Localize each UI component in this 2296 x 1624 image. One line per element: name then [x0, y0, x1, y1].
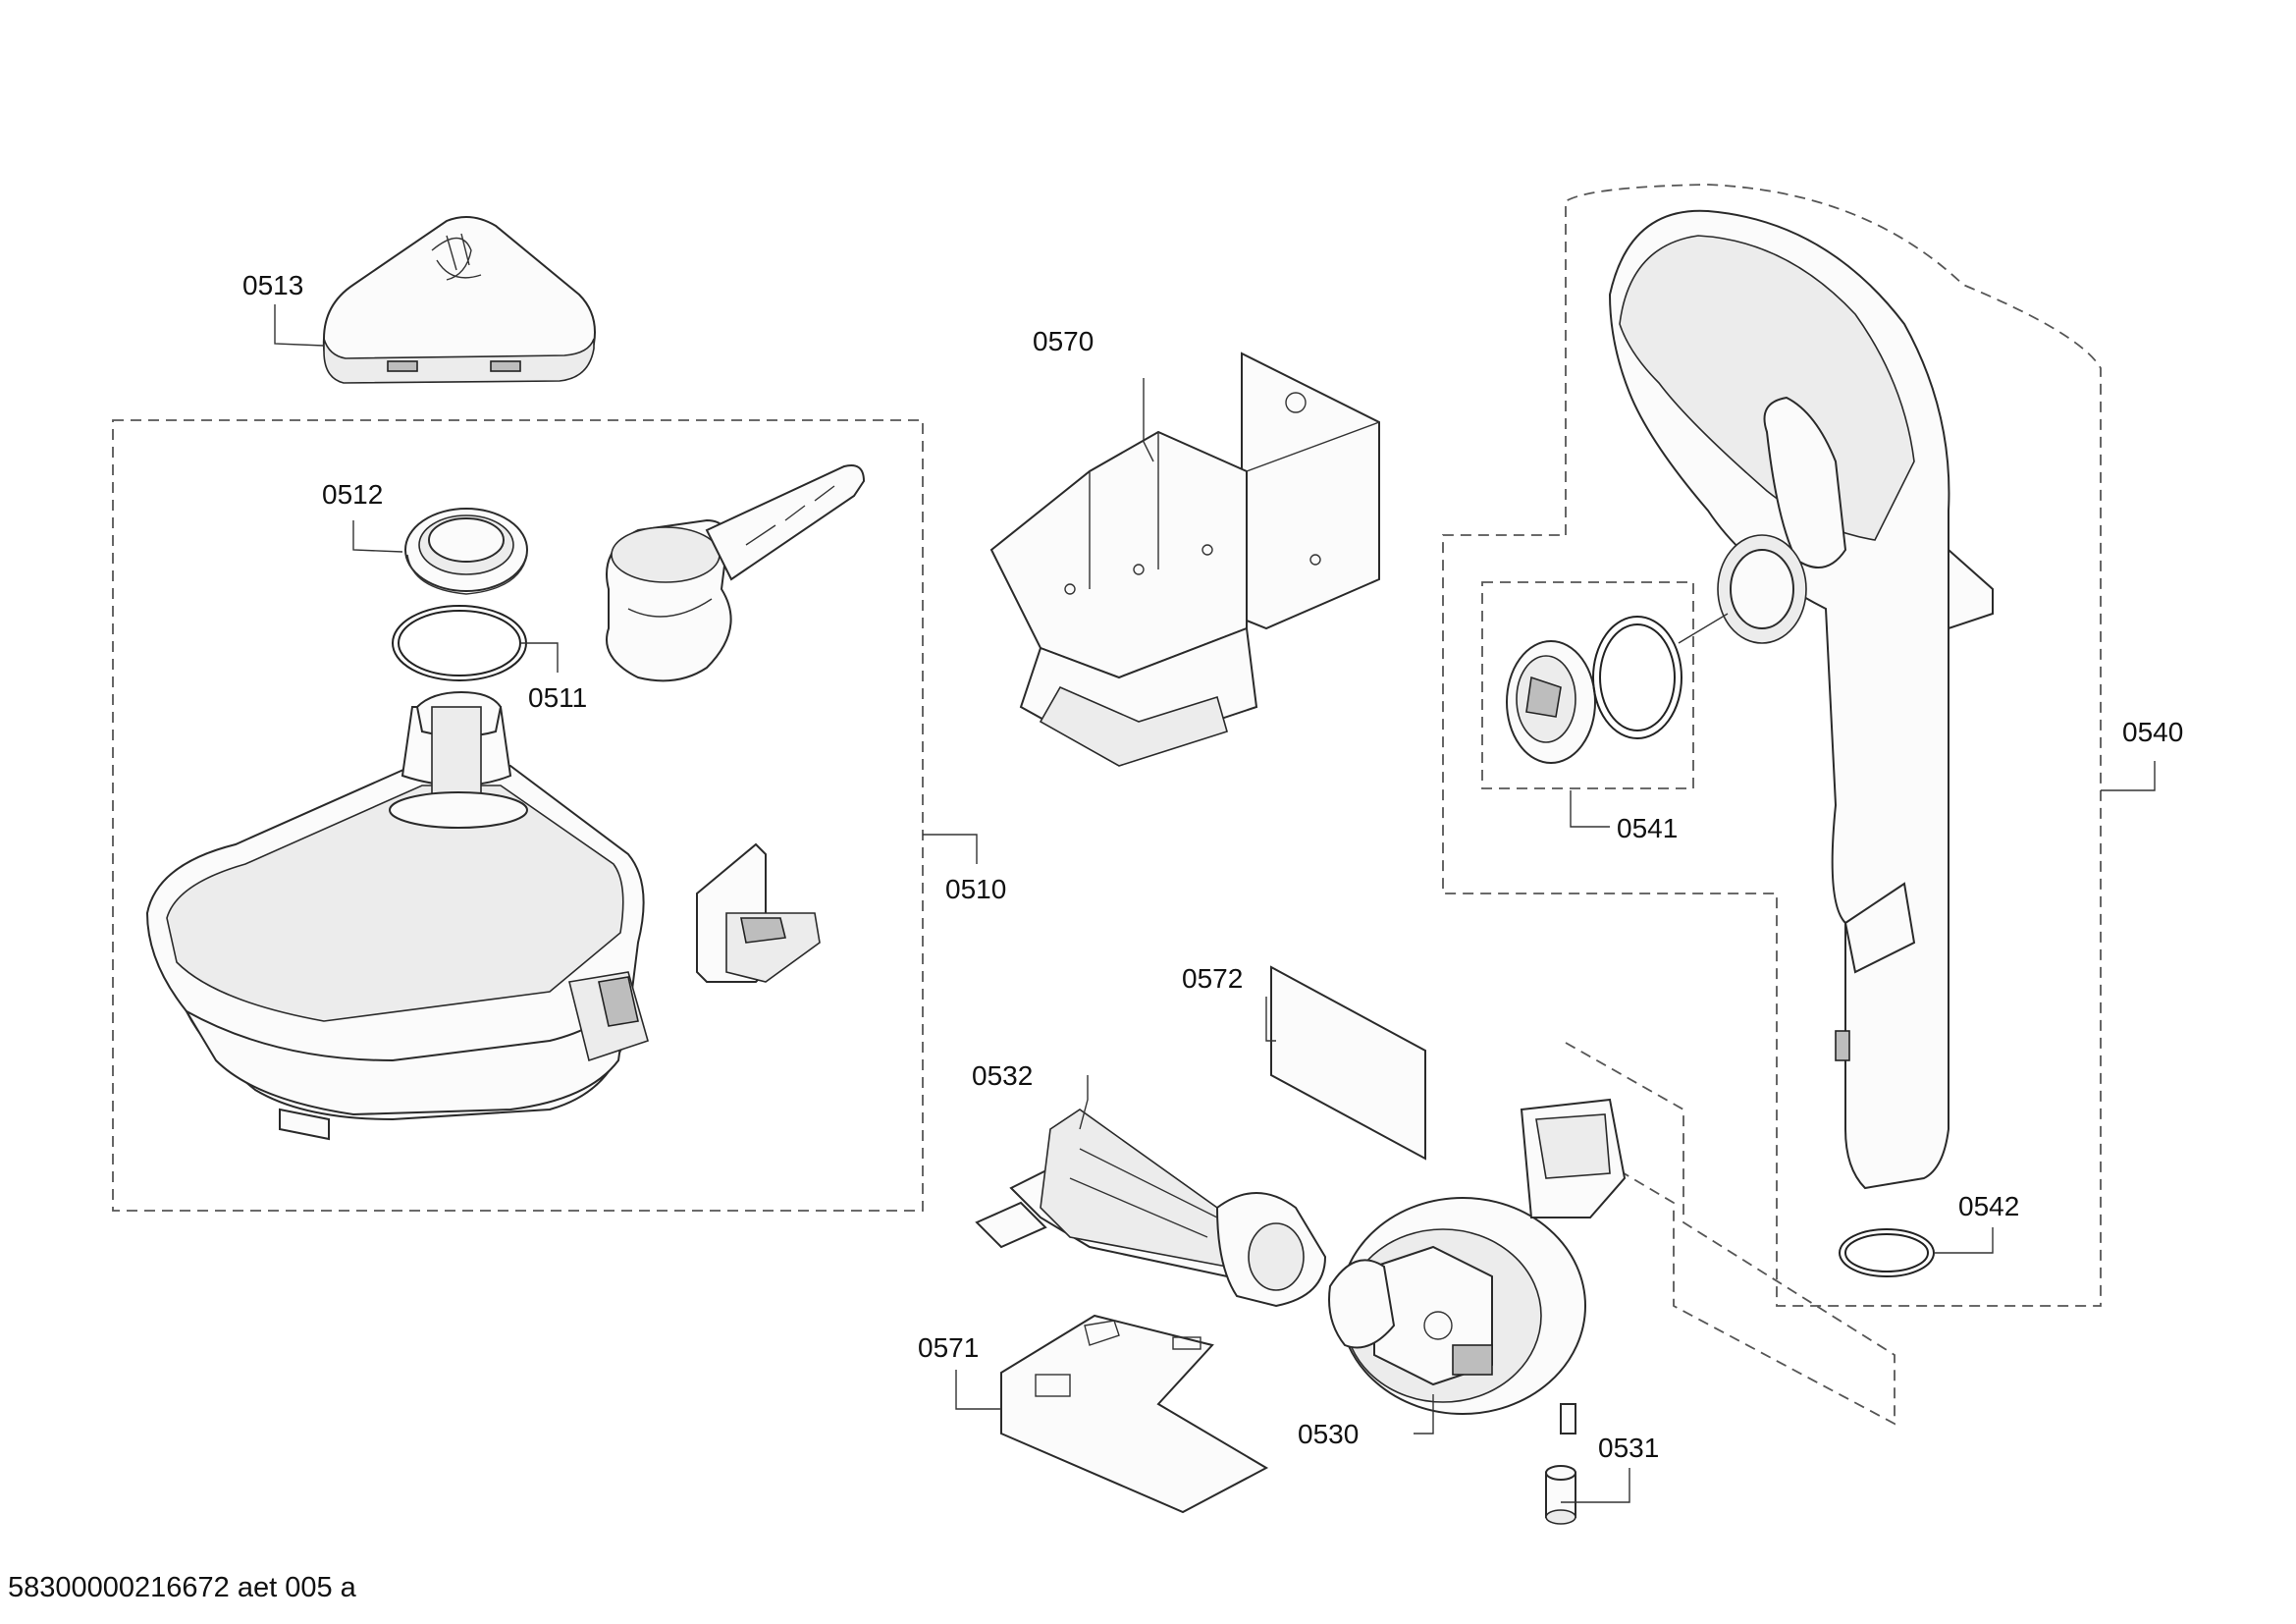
- hose-connector-icon: [975, 1109, 1327, 1308]
- assembly-box-0510: [112, 419, 924, 1212]
- threaded-ring-icon: [404, 508, 528, 595]
- document-id: 58300000216672 aet 005 a: [8, 1572, 357, 1603]
- check-valve-icon: [1506, 613, 1729, 764]
- part-label-0572: 0572: [1182, 963, 1243, 994]
- salt-indicator-icon: [696, 842, 821, 983]
- part-label-0531: 0531: [1598, 1433, 1659, 1463]
- mat-slot-icon: [1172, 1336, 1201, 1350]
- part-label-0532: 0532: [972, 1060, 1033, 1091]
- part-label-0530: 0530: [1298, 1419, 1359, 1449]
- part-label-0542: 0542: [1958, 1191, 2019, 1221]
- drain-pump-icon: [1328, 1098, 1627, 1435]
- leader-lines: [274, 304, 1994, 1503]
- part-label-0511: 0511: [528, 682, 587, 713]
- assembly-bracket-0510: [923, 834, 978, 864]
- part-label-0513: 0513: [242, 270, 303, 300]
- part-label-0510: 0510: [945, 874, 1006, 904]
- part-label-0570: 0570: [1033, 326, 1094, 356]
- mat-cutout-icon: [1035, 1374, 1071, 1397]
- mat-tab-icon: [1084, 1320, 1120, 1346]
- salt-funnel-icon: [606, 464, 866, 682]
- assembly-box-0541: [1481, 581, 1694, 789]
- o-ring-icon: [392, 605, 527, 681]
- duct-housing-icon: [1608, 209, 1994, 1190]
- part-label-0541: 0541: [1617, 813, 1678, 843]
- water-softener-assembly-icon: [145, 690, 649, 1141]
- assembly-outline-0540: [1442, 184, 2102, 1307]
- insulation-mat-icon: [1000, 1314, 1269, 1514]
- assembly-bracket-0540: [2101, 761, 2156, 791]
- part-label-0540: 0540: [2122, 717, 2183, 747]
- part-label-0512: 0512: [322, 479, 383, 510]
- spacer-icon: [1545, 1465, 1576, 1525]
- seal-ring-icon: [1839, 1228, 1935, 1277]
- metal-bracket-icon: [989, 352, 1380, 767]
- assembly-outline-pump: [1565, 1042, 1896, 1426]
- drawer-cover-icon: [322, 216, 596, 384]
- insulation-sheet-icon: [1270, 965, 1426, 1161]
- part-label-0571: 0571: [918, 1332, 979, 1363]
